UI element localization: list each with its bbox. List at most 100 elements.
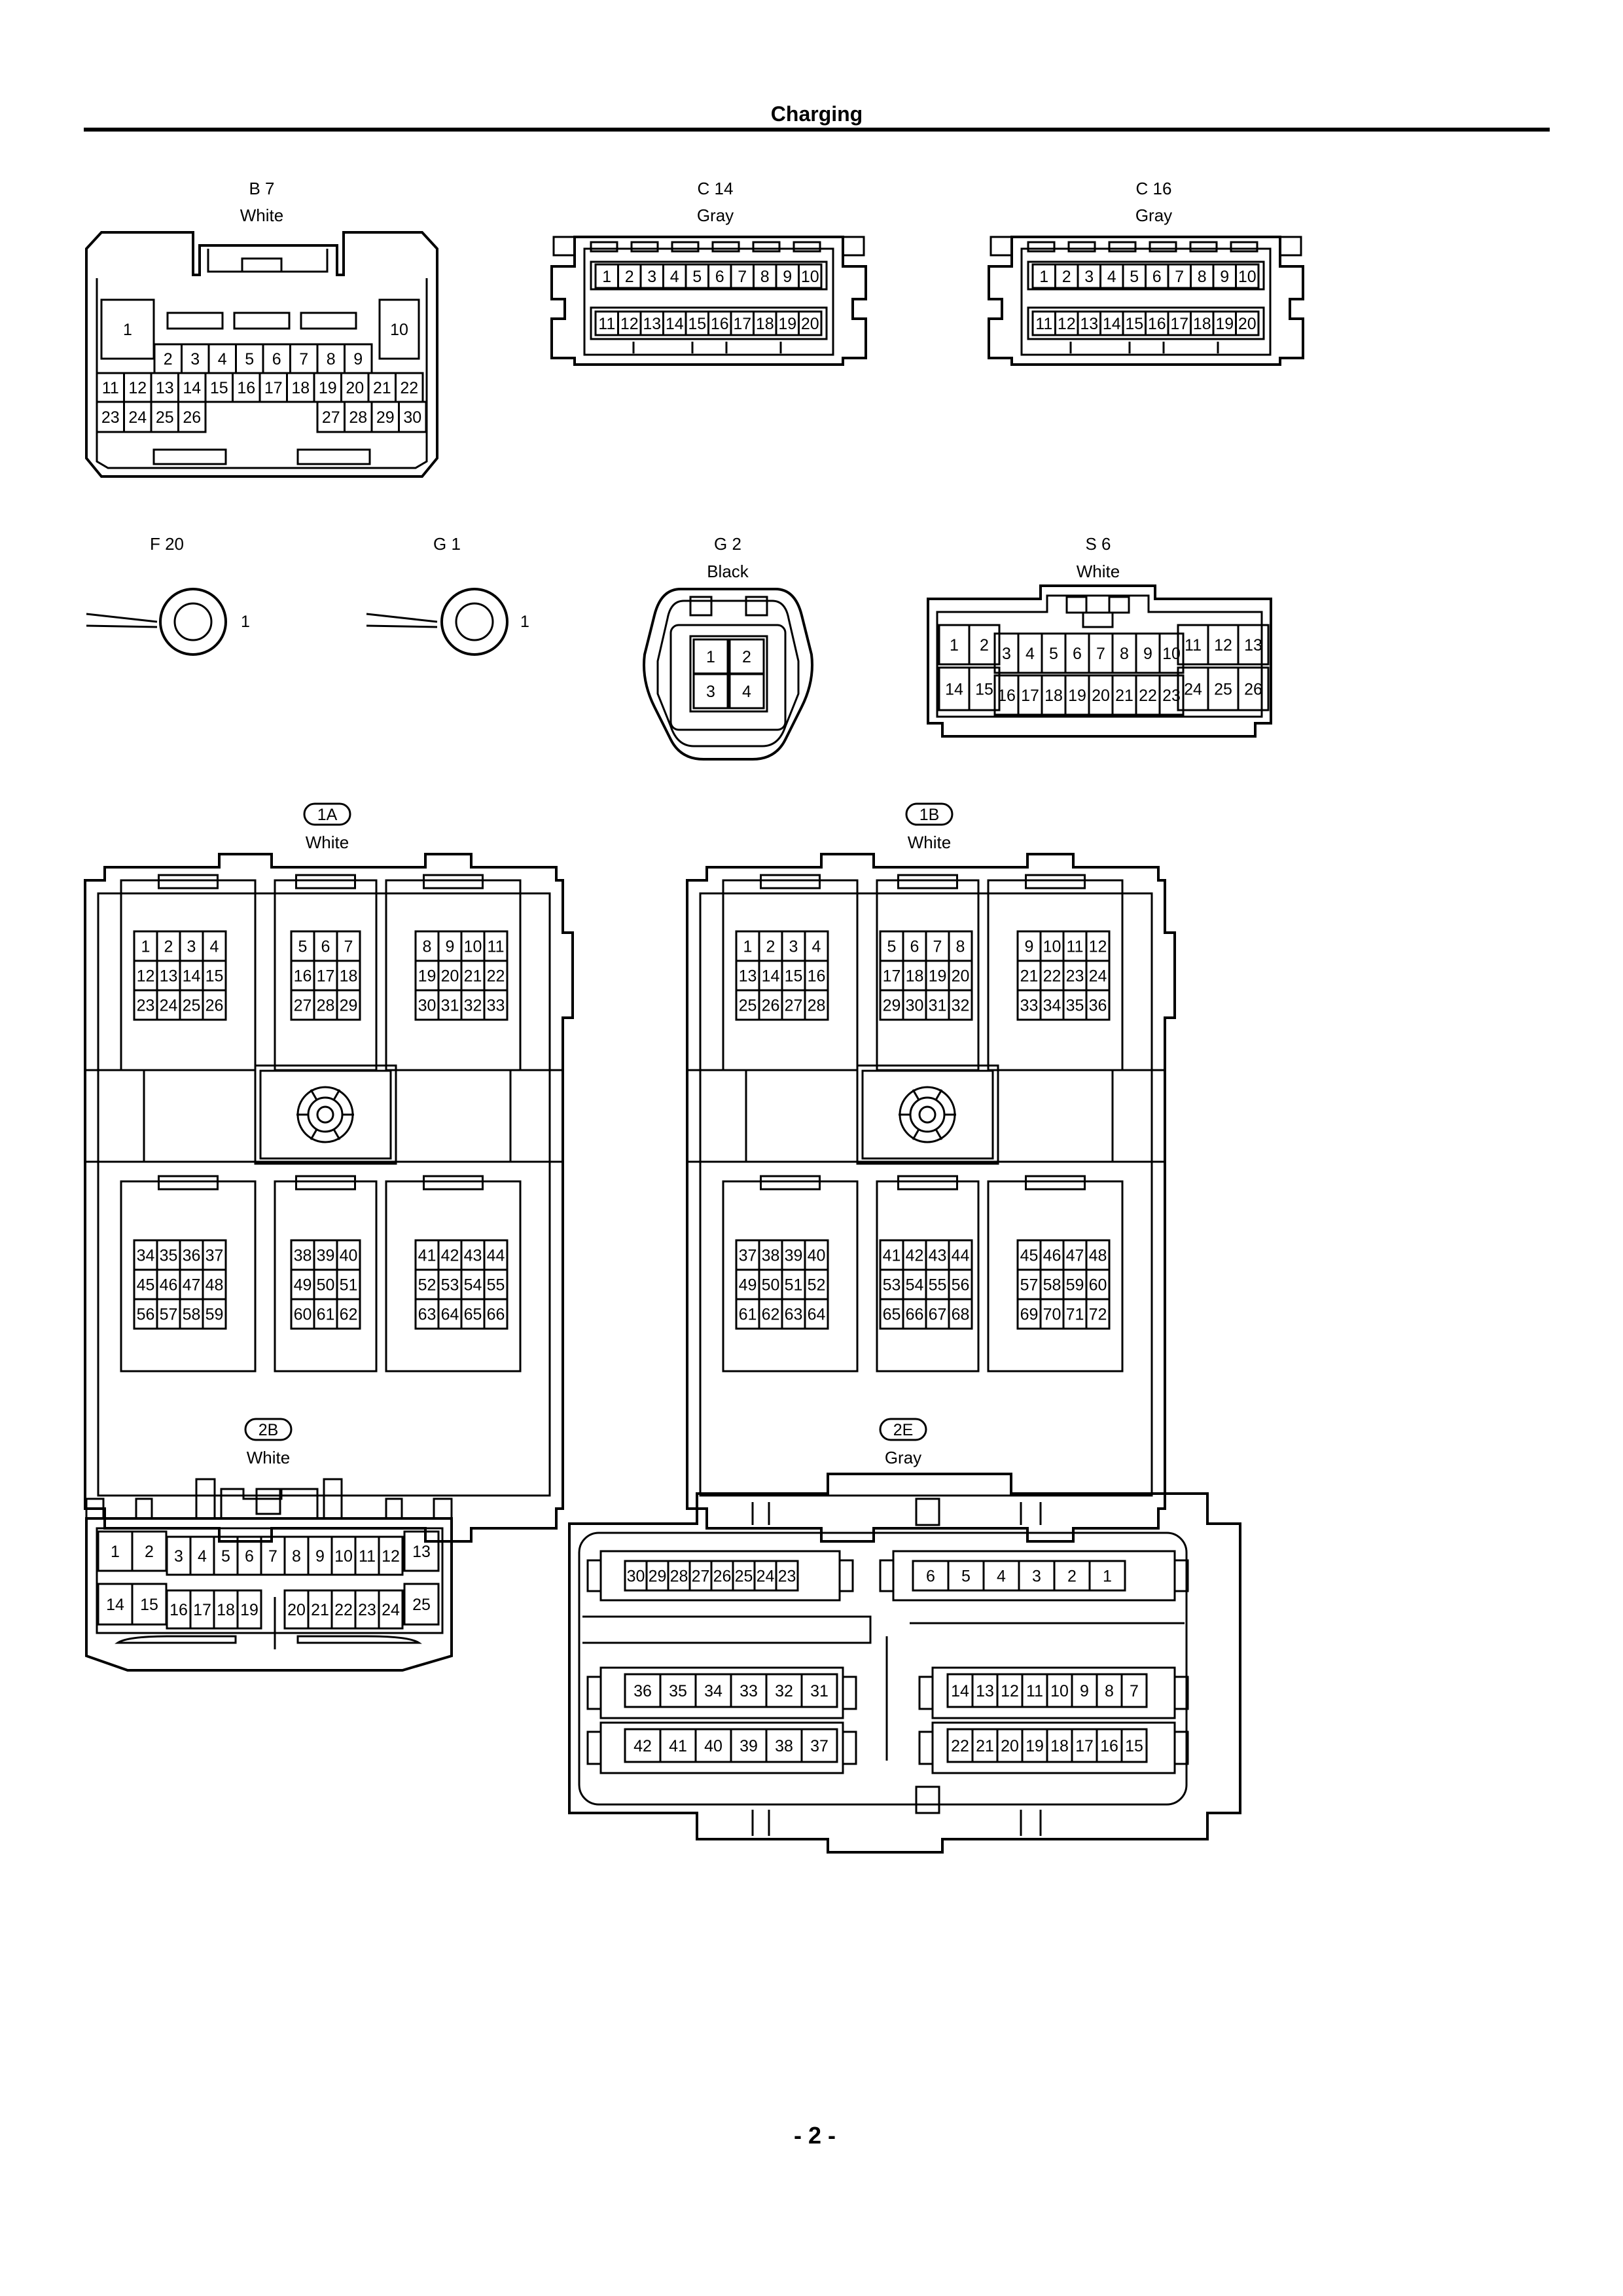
- pin-number: 2: [1062, 268, 1071, 286]
- junction-color-1a: White: [306, 833, 349, 852]
- pin-cell: [1158, 632, 1185, 674]
- pin-number: 24: [382, 1601, 400, 1619]
- pin-number: 10: [1238, 268, 1257, 286]
- ring-terminal-icon: [440, 588, 508, 656]
- pin-number: 33: [1020, 997, 1039, 1015]
- pin-number: 28: [670, 1568, 688, 1586]
- pin-number: 19: [1026, 1737, 1044, 1755]
- pin-number: 32: [464, 997, 482, 1015]
- pin-number: 16: [237, 379, 255, 397]
- junction-color-2b: White: [247, 1448, 290, 1467]
- pin-number: 1: [950, 636, 959, 655]
- pin-number: 12: [137, 967, 155, 986]
- pin-number: 34: [1043, 997, 1061, 1015]
- pin-number: 15: [140, 1596, 158, 1614]
- pin-number: 1: [1039, 268, 1048, 286]
- pin-number: 57: [1020, 1276, 1039, 1295]
- pin-number: 4: [218, 350, 227, 368]
- pin-number: 19: [418, 967, 437, 986]
- pin-cell: [177, 401, 207, 433]
- pin-number: 4: [1107, 268, 1116, 286]
- pin-number: 64: [441, 1306, 459, 1324]
- pin-number: 6: [910, 938, 919, 956]
- pin-cell: [378, 1535, 404, 1576]
- pin-cell: [800, 1673, 838, 1708]
- pin-number: 4: [742, 683, 751, 701]
- pin-number: 21: [976, 1737, 994, 1755]
- pin-cell: [804, 989, 829, 1021]
- connector-f20: F 20 1: [86, 534, 250, 656]
- pin-cell: [1235, 263, 1260, 289]
- pin-number: 4: [210, 938, 219, 956]
- pin-number: 19: [1068, 687, 1086, 705]
- pin-cell: [968, 624, 1001, 666]
- pin-number: 1: [602, 268, 611, 286]
- pin-number: 28: [317, 997, 335, 1015]
- pin-number: 7: [1096, 645, 1105, 663]
- pin-number: 14: [183, 967, 201, 986]
- pin-number: 35: [160, 1247, 178, 1265]
- pin-number: 62: [762, 1306, 780, 1324]
- pin-number: 17: [733, 315, 751, 333]
- pin-number: 19: [1215, 315, 1234, 333]
- page-number: - 2 -: [794, 2122, 836, 2149]
- pin-number: 23: [101, 408, 120, 427]
- connector-code-f20: F 20: [150, 534, 184, 554]
- pin-number: 35: [669, 1682, 687, 1700]
- pin-number: 23: [137, 997, 155, 1015]
- pin-number: 16: [808, 967, 826, 986]
- pin-number: 26: [205, 997, 224, 1015]
- pin-number: 40: [340, 1247, 358, 1265]
- pin-number: 14: [183, 379, 201, 397]
- pin-number: 37: [810, 1737, 829, 1755]
- pin-number: 15: [205, 967, 224, 986]
- pin-number: 20: [1001, 1737, 1019, 1755]
- pin-number: 62: [340, 1306, 358, 1324]
- pin-number: 19: [240, 1601, 259, 1619]
- pin-number: 18: [217, 1601, 235, 1619]
- pin-number: 12: [1214, 636, 1232, 655]
- pin-number: 65: [883, 1306, 901, 1324]
- pin-number: 22: [487, 967, 505, 986]
- pin-number: 60: [294, 1306, 312, 1324]
- pin-number: 20: [1238, 315, 1257, 333]
- pin-number: 36: [633, 1682, 652, 1700]
- pin-number: 2: [980, 636, 989, 655]
- pin-number: 24: [1089, 967, 1107, 986]
- pin-number: 71: [1066, 1306, 1084, 1324]
- pin-number: 11: [1067, 938, 1084, 956]
- pin-number: 17: [883, 967, 901, 986]
- g1-pin: 1: [520, 613, 529, 631]
- pin-cell: [483, 989, 508, 1021]
- pin-number: 37: [205, 1247, 224, 1265]
- pin-number: 47: [183, 1276, 201, 1295]
- pin-number: 68: [952, 1306, 970, 1324]
- pin-number: 50: [762, 1276, 780, 1295]
- pin-number: 1: [706, 648, 715, 666]
- pin-number: 58: [183, 1306, 201, 1324]
- pin-number: 4: [670, 268, 679, 286]
- pin-number: 8: [423, 938, 432, 956]
- pin-cell: [692, 673, 729, 709]
- pin-number: 24: [160, 997, 178, 1015]
- pin-number: 17: [1021, 687, 1039, 705]
- pin-number: 7: [299, 350, 308, 368]
- connector-color-s6: White: [1077, 562, 1120, 581]
- pin-number: 2: [766, 938, 776, 956]
- pin-number: 12: [1058, 315, 1076, 333]
- pin-number: 16: [711, 315, 729, 333]
- pin-number: 63: [785, 1306, 803, 1324]
- pin-number: 18: [1193, 315, 1211, 333]
- pin-number: 40: [808, 1247, 826, 1265]
- pin-number: 58: [1043, 1276, 1061, 1295]
- pin-cell: [403, 1583, 440, 1626]
- pin-number: 22: [1043, 967, 1061, 986]
- pin-number: 23: [1066, 967, 1084, 986]
- pin-number: 18: [756, 315, 774, 333]
